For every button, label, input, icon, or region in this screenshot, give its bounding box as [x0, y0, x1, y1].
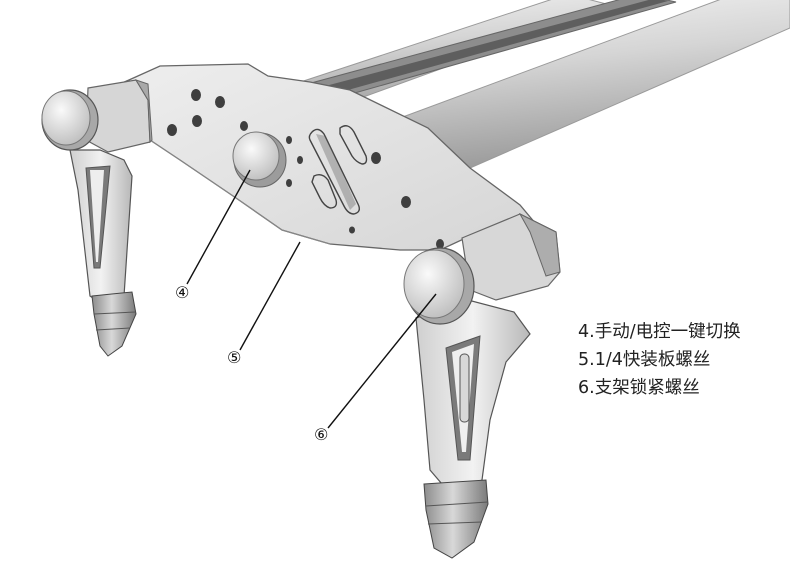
leader-line-6	[327, 293, 437, 429]
callout-legend: 4.手动/电控一键切换 5.1/4快装板螺丝 6.支架锁紧螺丝	[578, 318, 741, 402]
switch-knob	[232, 131, 287, 188]
right-end-block	[461, 212, 561, 301]
leader-line-4	[186, 169, 251, 285]
leader-line-5	[239, 241, 301, 351]
legend-item-4: 4.手动/电控一键切换	[578, 322, 741, 342]
left-leg-knob	[41, 89, 99, 151]
leader-lines	[186, 169, 437, 429]
right-foot	[423, 479, 489, 559]
left-leg	[69, 149, 133, 301]
left-foot	[91, 291, 137, 357]
right-leg-knob	[403, 247, 475, 325]
right-leg	[415, 299, 531, 487]
legend-item-5: 5.1/4快装板螺丝	[578, 350, 711, 370]
legend-item-6: 6.支架锁紧螺丝	[578, 378, 700, 398]
callout-marker-5: ⑤	[227, 348, 241, 367]
callout-marker-6: ⑥	[314, 425, 328, 444]
callout-marker-4: ④	[175, 283, 189, 302]
